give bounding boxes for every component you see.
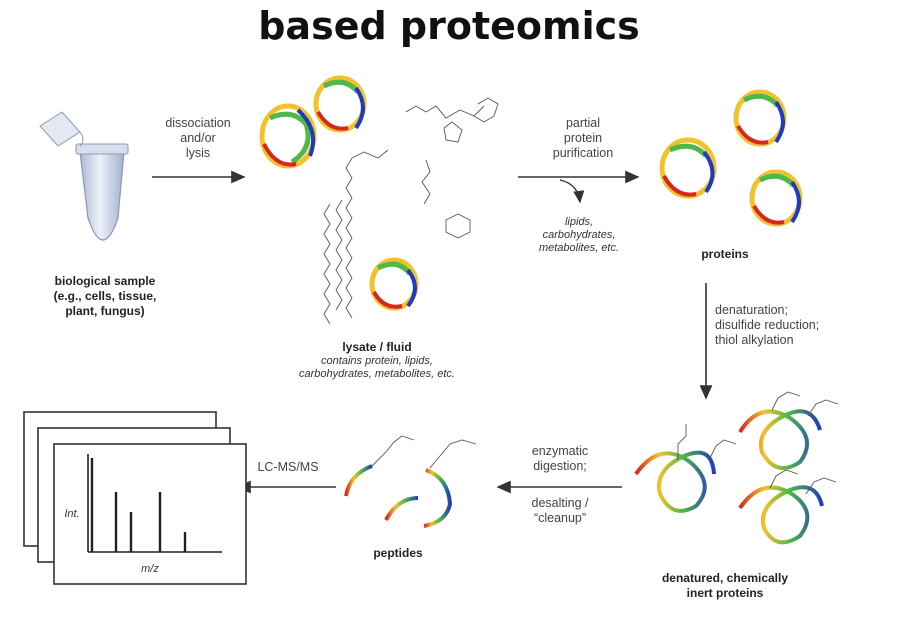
tube-icon [39,111,129,241]
proteins-label: proteins [701,247,749,261]
step-text: disulfide reduction; [715,318,820,332]
step-text: and/or [180,131,216,145]
denatured-protein-icon [634,409,824,545]
step-text: digestion; [533,459,587,473]
peptide-icon [344,464,453,528]
step-partial-purification: partial protein purification [528,116,638,161]
protein-structure-icon [259,75,803,311]
node-text: denatured, chemically [661,571,789,585]
step-digestion: enzymatic digestion; [510,444,610,474]
page-title: based proteomics [258,4,640,48]
step-text: enzymatic [531,444,589,458]
sample-label: biological sample (e.g., cells, tissue, … [30,274,180,319]
side-chain-icon [677,391,839,495]
step-text: purification [552,146,614,160]
denatured-label: denatured, chemically inert proteins [640,571,810,601]
node-text: inert proteins [686,586,764,600]
node-text: contains protein, lipids, [321,355,433,367]
step-text: protein [563,131,603,145]
step-text: carbohydrates, [542,229,616,241]
arrow-removal [559,179,585,204]
node-text: lysate / fluid [342,340,412,354]
step-text: dissociation [165,116,231,130]
node-text: biological sample [54,274,156,288]
step-text: lysis [185,146,211,160]
removed-components: lipids, carbohydrates, metabolites, etc. [520,216,638,255]
step-text: “cleanup” [533,511,587,525]
node-text: plant, fungus) [65,304,145,318]
spectrum-ylabel: Int. [64,508,80,520]
mass-spectrum-icon [23,411,247,585]
step-desalting: desalting / “cleanup” [510,496,610,526]
step-denaturation: denaturation; disulfide reduction; thiol… [715,303,865,348]
step-text: metabolites, etc. [538,242,620,254]
lysate-label: lysate / fluid contains protein, lipids,… [262,340,492,381]
peptides-label: peptides [373,546,423,560]
step-text: desalting / [531,496,589,510]
peptide-side-chain-icon [371,435,477,469]
step-dissociation: dissociation and/or lysis [142,116,254,161]
spectrum-xlabel: m/z [141,563,159,575]
step-text: partial [565,116,601,130]
lipid-molecule-icon [323,97,499,325]
node-text: carbohydrates, metabolites, etc. [299,368,455,380]
step-text: lipids, [564,216,594,228]
step-text: denaturation; [715,303,788,317]
step-text: thiol alkylation [715,333,794,347]
step-lcms: LC-MS/MS [257,460,319,474]
node-text: (e.g., cells, tissue, [53,289,157,303]
